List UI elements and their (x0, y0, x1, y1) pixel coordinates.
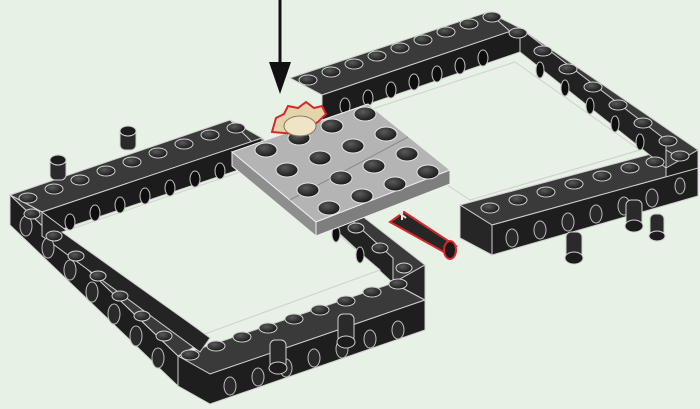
bush-gear-body (284, 116, 316, 136)
axle-end (444, 241, 456, 259)
